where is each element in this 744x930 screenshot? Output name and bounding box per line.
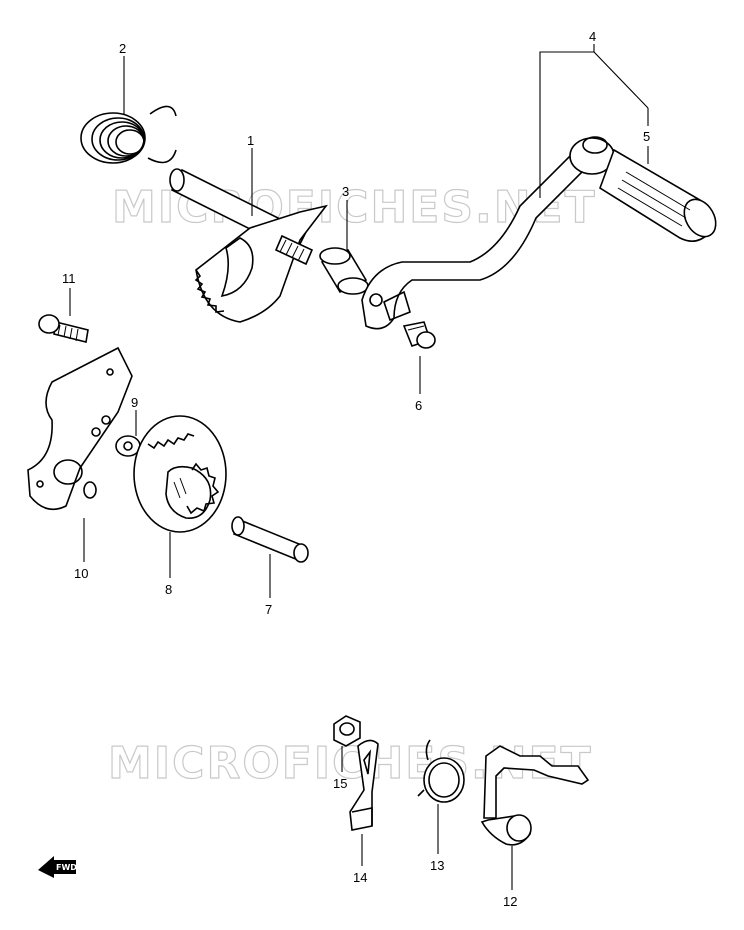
part-6-bolt <box>402 321 436 349</box>
part-7-pin <box>231 516 309 563</box>
callout-6: 6 <box>415 398 422 413</box>
callout-numbers: 2 1 3 4 5 6 11 9 10 8 7 15 14 13 12 <box>62 29 650 909</box>
callout-9: 9 <box>131 395 138 410</box>
callout-10: 10 <box>74 566 88 581</box>
part-1-kick-shaft <box>169 168 328 323</box>
part-14-link-plate <box>349 739 379 831</box>
callout-1: 1 <box>247 133 254 148</box>
callout-3: 3 <box>342 184 349 199</box>
callout-5: 5 <box>643 129 650 144</box>
callout-13: 13 <box>430 858 444 873</box>
part-13-spring <box>417 739 465 803</box>
callout-14: 14 <box>353 870 367 885</box>
fwd-arrow-icon: FWD <box>38 856 77 878</box>
part-11-bolt <box>38 314 89 343</box>
fwd-label: FWD <box>56 863 77 872</box>
part-4-kick-lever <box>361 136 615 330</box>
leader-lines <box>69 44 649 890</box>
part-3-bushing <box>319 247 369 295</box>
callout-15: 15 <box>333 776 347 791</box>
callout-7: 7 <box>265 602 272 617</box>
part-10-plate <box>27 346 133 511</box>
callout-4: 4 <box>589 29 596 44</box>
part-8-ratchet-gear <box>133 415 227 533</box>
part-5-grip <box>599 148 717 242</box>
callout-12: 12 <box>503 894 517 909</box>
callout-11: 11 <box>62 271 76 286</box>
part-2-spring <box>80 105 177 164</box>
part-12-bracket <box>480 745 590 846</box>
callout-2: 2 <box>119 41 126 56</box>
part-15-nut <box>333 715 361 747</box>
callout-8: 8 <box>165 582 172 597</box>
